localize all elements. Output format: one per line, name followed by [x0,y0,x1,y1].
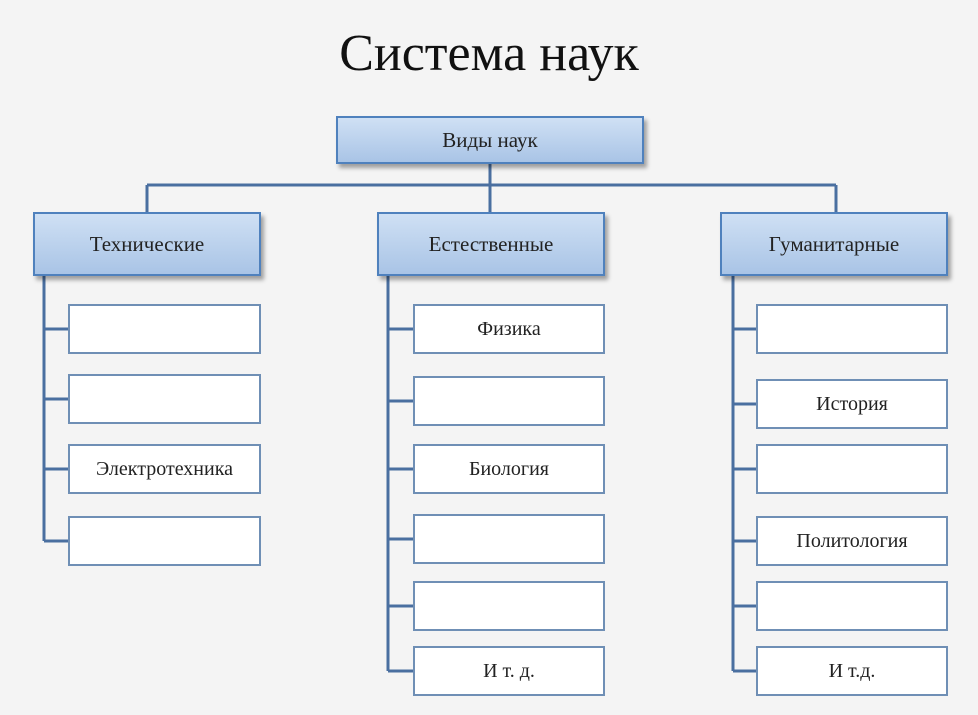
technical-leaf-4 [68,516,261,566]
humanities-leaf-3 [756,444,948,494]
technical-leaf-1 [68,304,261,354]
humanities-leaf-4: Политология [756,516,948,566]
branch-humanities: Гуманитарные [720,212,948,276]
humanities-leaf-2: История [756,379,948,429]
humanities-leaf-6: И т.д. [756,646,948,696]
natural-leaf-2 [413,376,605,426]
branch-natural: Естественные [377,212,605,276]
root-node: Виды наук [336,116,644,164]
natural-leaf-4 [413,514,605,564]
humanities-leaf-1 [756,304,948,354]
technical-leaf-2 [68,374,261,424]
branch-technical: Технические [33,212,261,276]
humanities-leaf-5 [756,581,948,631]
natural-leaf-5 [413,581,605,631]
natural-leaf-6: И т. д. [413,646,605,696]
diagram-title: Система наук [339,25,639,82]
technical-leaf-3: Электротехника [68,444,261,494]
natural-leaf-1: Физика [413,304,605,354]
natural-leaf-3: Биология [413,444,605,494]
